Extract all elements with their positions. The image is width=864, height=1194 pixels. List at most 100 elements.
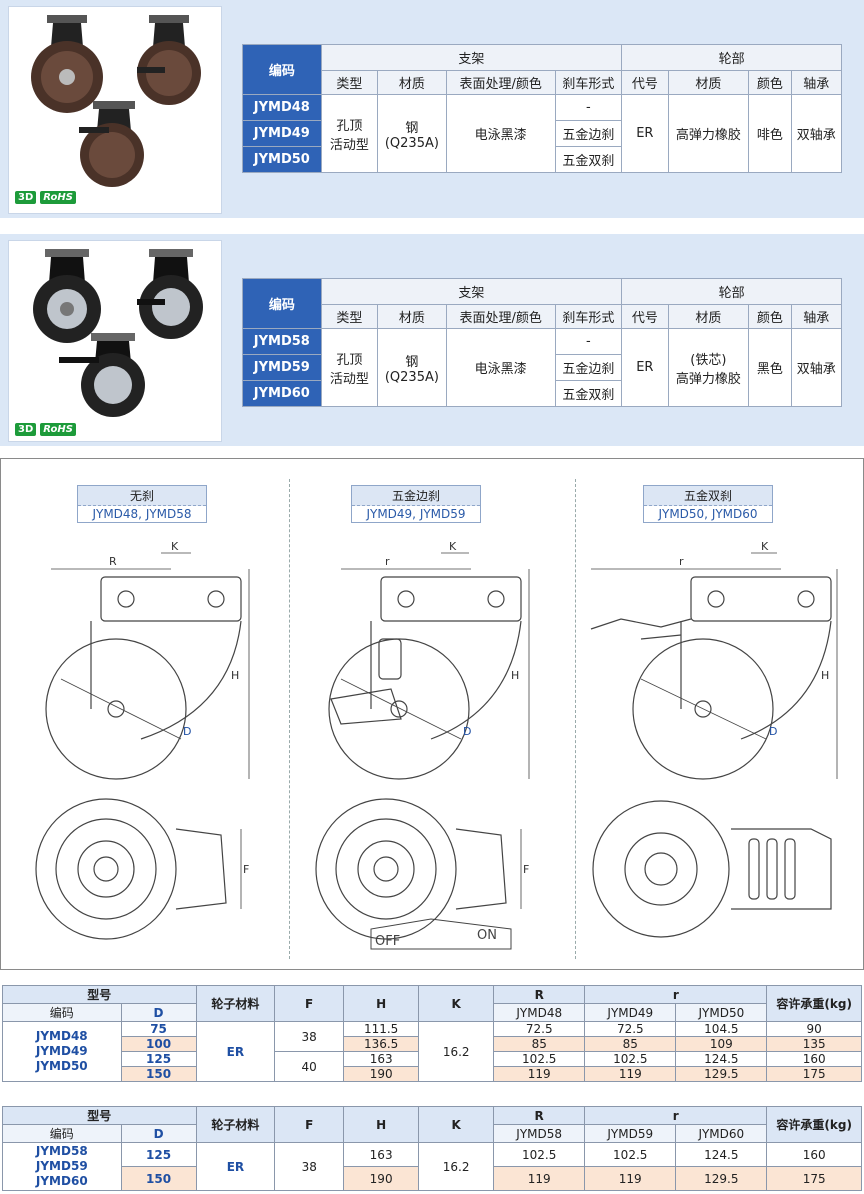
- f-header: F: [274, 985, 345, 1022]
- wheel-material-header: 材质: [667, 304, 750, 329]
- bearing-cell: 双轴承: [790, 328, 843, 407]
- type-header: 类型: [320, 304, 379, 329]
- h-cell: 190: [343, 1066, 420, 1082]
- load-cell: 160: [766, 1142, 862, 1167]
- material-cell: 钢 (Q235A): [377, 328, 447, 407]
- surface-header: 表面处理/颜色: [445, 70, 556, 95]
- wheel-code-cell: ER: [621, 94, 669, 173]
- code-cell: JYMD48 JYMD49 JYMD50: [2, 1021, 122, 1082]
- R-cell: 72.5: [493, 1021, 586, 1037]
- divider: [575, 479, 576, 959]
- R-cell: 119: [493, 1066, 586, 1082]
- drawing-title: 五金双刹: [644, 486, 772, 506]
- k-cell: 16.2: [418, 1142, 495, 1191]
- load-cell: 175: [766, 1066, 862, 1082]
- h-cell: 136.5: [343, 1036, 420, 1052]
- brake-cell: 五金边刹: [554, 354, 623, 381]
- type-header: 类型: [320, 70, 379, 95]
- rohs-badge: RoHS: [40, 423, 76, 436]
- sub-header: JYMD58: [493, 1124, 586, 1143]
- r-cell: 102.5: [584, 1142, 677, 1167]
- load-header: 容许承重(kg): [766, 985, 862, 1022]
- dim-r-label: r: [385, 555, 390, 568]
- f-cell: 40: [274, 1051, 345, 1082]
- drawing-title: 五金边刹: [352, 486, 480, 506]
- R-header: R: [493, 985, 586, 1004]
- dim-f-label: F: [523, 863, 529, 876]
- R-cell: 102.5: [493, 1051, 586, 1067]
- code-cell: JYMD50: [242, 146, 322, 173]
- type-cell: 孔顶 活动型: [320, 328, 379, 407]
- color-header: 颜色: [748, 304, 792, 329]
- d-header: D: [120, 1003, 197, 1022]
- dimension-table-1: 型号 轮子材料 F H K R r 容许承重(kg) 编码 D JYMD48 J…: [2, 985, 862, 1082]
- spec-table-1: 编码 支架 轮部 类型 材质 表面处理/颜色 刹车形式 代号 材质 颜色 轴承 …: [242, 44, 843, 173]
- code-cell: JYMD49: [242, 120, 322, 147]
- r-cell: 109: [675, 1036, 768, 1052]
- d-cell: 125: [120, 1142, 197, 1167]
- code-header: 编码: [2, 1003, 122, 1022]
- f-cell: 38: [274, 1021, 345, 1052]
- material-header: 材质: [377, 304, 447, 329]
- code-cell: JYMD58 JYMD59 JYMD60: [2, 1142, 122, 1191]
- caster-drawing-no-brake: R K D H F: [35, 540, 250, 940]
- surface-cell: 电泳黑漆: [445, 328, 556, 407]
- dim-d-label: D: [769, 725, 777, 738]
- divider: [289, 479, 290, 959]
- wheel-code-header: 代号: [621, 304, 669, 329]
- k-header: K: [418, 985, 495, 1022]
- dimension-table-2: 型号 轮子材料 F H K R r 容许承重(kg) 编码 D JYMD58 J…: [2, 1106, 862, 1191]
- load-cell: 90: [766, 1021, 862, 1037]
- drawing-label-double-brake: 五金双刹 JYMD50, JYMD60: [643, 485, 773, 523]
- r-cell: 124.5: [675, 1051, 768, 1067]
- wheel-material-cell: 高弹力橡胶: [667, 94, 750, 173]
- brake-cell: 五金双刹: [554, 380, 623, 407]
- dim-h-label: H: [821, 669, 829, 682]
- dim-f-label: F: [243, 863, 249, 876]
- caster-drawing-side-brake: r K D H F OFF ON: [315, 540, 530, 950]
- drawing-models: JYMD50, JYMD60: [658, 507, 758, 521]
- k-cell: 16.2: [418, 1021, 495, 1082]
- drawing-label-side-brake: 五金边刹 JYMD49, JYMD59: [351, 485, 481, 523]
- caster-photo-icon: [31, 15, 201, 187]
- bearing-header: 轴承: [790, 70, 843, 95]
- load-cell: 135: [766, 1036, 862, 1052]
- r-cell: 129.5: [675, 1166, 768, 1191]
- rohs-badge: RoHS: [40, 191, 76, 204]
- sub-header: JYMD48: [493, 1003, 586, 1022]
- code-cell: JYMD59: [242, 354, 322, 381]
- code-cell: JYMD60: [242, 380, 322, 407]
- dim-k-label: K: [449, 540, 457, 553]
- dim-d-label: D: [463, 725, 471, 738]
- r-cell: 104.5: [675, 1021, 768, 1037]
- brake-header: 刹车形式: [554, 304, 623, 329]
- brake-cell: -: [554, 94, 623, 121]
- 3d-badge: 3D: [15, 423, 37, 436]
- dim-h-label: H: [511, 669, 519, 682]
- sub-header: JYMD60: [675, 1124, 768, 1143]
- r-cell: 119: [584, 1066, 677, 1082]
- caster-drawing-double-brake: r K D H: [590, 540, 838, 938]
- model-header: 型号: [2, 1106, 197, 1125]
- R-cell: 102.5: [493, 1142, 586, 1167]
- bearing-cell: 双轴承: [790, 94, 843, 173]
- sub-header: JYMD49: [584, 1003, 677, 1022]
- h-cell: 163: [343, 1051, 420, 1067]
- R-cell: 85: [493, 1036, 586, 1052]
- material-cell: ER: [195, 1021, 276, 1082]
- d-header: D: [120, 1124, 197, 1143]
- h-header: H: [343, 985, 420, 1022]
- d-cell: 75: [120, 1021, 197, 1037]
- off-label: OFF: [375, 934, 400, 949]
- dim-r-label: r: [679, 555, 684, 568]
- dim-r-label: R: [109, 555, 117, 568]
- bearing-header: 轴承: [790, 304, 843, 329]
- dim-k-label: K: [171, 540, 179, 553]
- wheel-code-header: 代号: [621, 70, 669, 95]
- type-cell: 孔顶 活动型: [320, 94, 379, 173]
- r-cell: 124.5: [675, 1142, 768, 1167]
- brake-cell: 五金双刹: [554, 146, 623, 173]
- load-cell: 160: [766, 1051, 862, 1067]
- sub-header: JYMD59: [584, 1124, 677, 1143]
- r-cell: 119: [584, 1166, 677, 1191]
